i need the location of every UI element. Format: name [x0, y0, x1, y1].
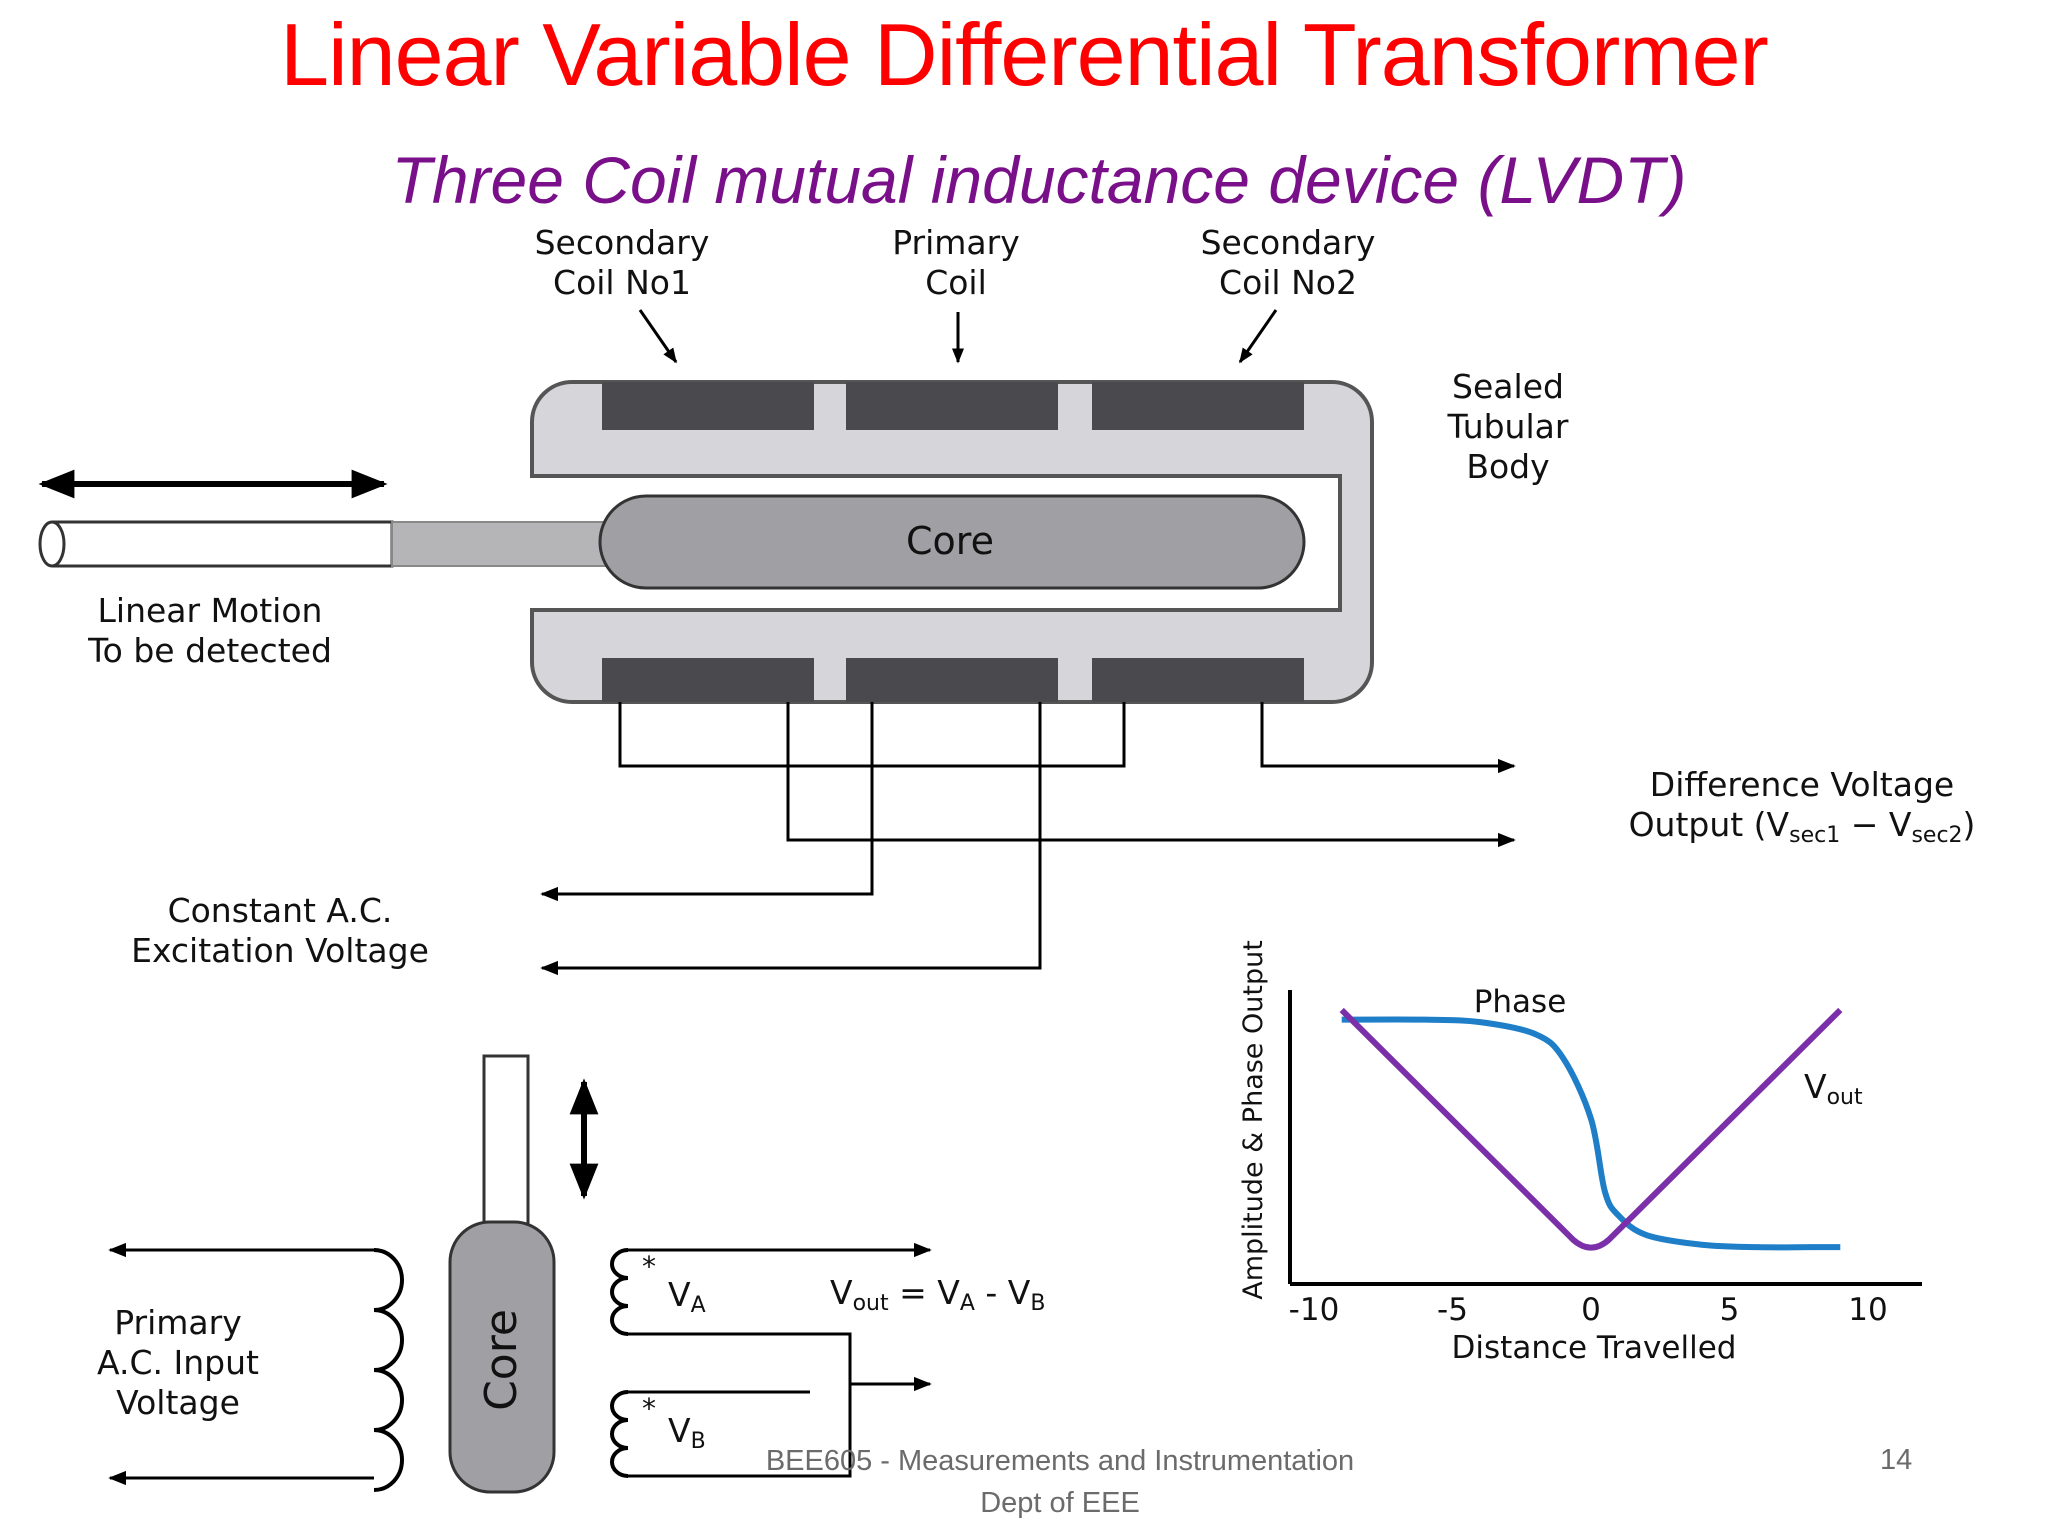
va-label: VA [668, 1275, 706, 1318]
x-tick-label: -5 [1437, 1292, 1468, 1328]
primary-coil-bottom [846, 658, 1058, 702]
primary-input-l1: Primary [114, 1303, 242, 1342]
primary-input-l3: Voltage [116, 1383, 240, 1422]
chart-x-label: Distance Travelled [1452, 1330, 1737, 1366]
vout-equation: Vout = VA - VB [830, 1273, 1045, 1316]
primary-coil-label-l1: Primary [892, 223, 1020, 262]
slide-footer: BEE605 - Measurements and Instrumentatio… [700, 1440, 1420, 1524]
x-tick-label: -10 [1289, 1292, 1340, 1328]
winding-b-dot: * [642, 1392, 656, 1425]
primary-winding [373, 1248, 404, 1492]
primary-coil-label-l2: Coil [925, 263, 987, 302]
footer-dept: Dept of EEE [980, 1487, 1140, 1519]
secondary-coil-2-bottom [1092, 658, 1304, 702]
vout-series-label: Vout [1804, 1067, 1863, 1110]
vb-label: VB [668, 1411, 706, 1454]
secondary-coil-1-bottom [602, 658, 814, 702]
chart-series [1339, 1007, 1843, 1251]
secondary-coil-2-pointer [1238, 309, 1278, 364]
secondary-coil-1-pointer [638, 309, 678, 364]
schematic: Core Primary A.C. Input Voltage * * VA V… [97, 1054, 1045, 1494]
core-label: Core [906, 519, 994, 563]
motion-label-l1: Linear Motion [98, 591, 323, 630]
secondary-coil-2-top [1092, 382, 1304, 430]
lvdt-body-group: Core [38, 380, 1374, 704]
secondary-coil-1-label-l2: Coil No1 [553, 263, 691, 302]
secondary-winding-a [610, 1248, 629, 1336]
schematic-core-label: Core [476, 1309, 527, 1411]
chart-y-label: Amplitude & Phase Output [1238, 940, 1269, 1300]
slide-subtitle: Three Coil mutual inductance device (LVD… [391, 143, 1687, 217]
slide-title: Linear Variable Differential Transformer [280, 5, 1769, 104]
rod-shaft [391, 521, 623, 567]
page-number: 14 [1880, 1444, 1913, 1476]
diff-output-label-l1: Difference Voltage [1650, 765, 1954, 804]
wiring [540, 702, 1516, 976]
core [598, 494, 1306, 590]
body-label-l1: Sealed [1452, 367, 1564, 406]
rod-end [38, 520, 66, 568]
top-labels: Secondary Coil No1 Primary Coil Secondar… [87, 223, 1569, 670]
va-bottom-lead [628, 1332, 852, 1478]
chart-x-ticks: -10 -5 0 5 10 [1289, 1292, 1888, 1328]
secondary-coil-1-top [602, 382, 814, 430]
push-rod [52, 520, 394, 568]
secondary-coil-1-label-l1: Secondary [535, 223, 710, 262]
excitation-label-l2: Excitation Voltage [131, 931, 429, 970]
schematic-core [448, 1220, 556, 1494]
primary-coil-top [846, 382, 1058, 430]
diff-output-wire-1 [1260, 702, 1516, 774]
excitation-wire-1 [540, 702, 874, 902]
winding-a-dot: * [642, 1250, 656, 1283]
excitation-wire-2 [540, 702, 1042, 976]
x-tick-label: 0 [1581, 1292, 1601, 1328]
x-tick-label: 10 [1848, 1292, 1887, 1328]
vout-curve [1339, 1007, 1843, 1251]
phase-series-label: Phase [1474, 984, 1567, 1020]
output-chart: Amplitude & Phase Output Distance Travel… [1238, 940, 1922, 1366]
diff-output-label-l2: Output (Vsec1 − Vsec2) [1629, 805, 1976, 848]
footer-course: BEE605 - Measurements and Instrumentatio… [765, 1445, 1355, 1477]
diff-output-wire-2 [786, 702, 1516, 848]
body-label-l2: Tubular [1447, 407, 1569, 446]
x-tick-label: 5 [1720, 1292, 1740, 1328]
phase-curve [1341, 1016, 1841, 1251]
schematic-rod [482, 1054, 530, 1228]
secondary-coil-2-label-l1: Secondary [1201, 223, 1376, 262]
motion-label-l2: To be detected [87, 631, 332, 670]
secondary-winding-b [610, 1390, 629, 1478]
excitation-label-l1: Constant A.C. [168, 891, 393, 930]
primary-input-l2: A.C. Input [97, 1343, 259, 1382]
secondary-coil-2-label-l2: Coil No2 [1219, 263, 1357, 302]
body-label-l3: Body [1466, 447, 1549, 486]
